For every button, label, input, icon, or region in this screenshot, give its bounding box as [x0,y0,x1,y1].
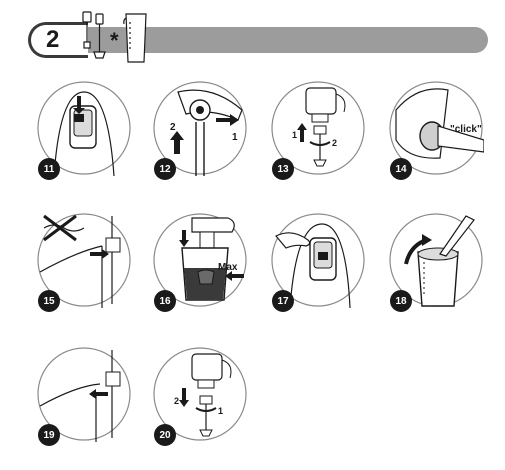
step-number-badge: 14 [390,158,412,180]
step-11: 11 [36,80,132,180]
header-product-icons: * [82,11,147,63]
step-number-badge: 11 [38,158,60,180]
step-number-badge: 12 [154,158,176,180]
step-number-badge: 16 [154,290,176,312]
whisk-attachment-icon [82,11,92,49]
blender-shaft-icon [93,13,106,59]
asterisk-symbol: * [110,28,119,53]
step-number-badge: 13 [272,158,294,180]
step-17: 17 [270,212,366,312]
arrow-label-up: 2 [170,122,176,133]
beaker-icon [123,13,147,63]
step-12: 2 1 12 [152,80,248,180]
step-number-badge: 15 [38,290,60,312]
arrow-label-down: 2 [174,396,180,406]
step-number-badge: 20 [154,424,176,446]
step-18: 18 [388,212,484,312]
arrow-label-right: 1 [232,132,238,143]
step-number-badge: 18 [390,290,412,312]
step-20: 2 1 20 [152,346,248,446]
step-16: Max 16 [152,212,248,312]
step-15: 15 [36,212,132,312]
step-14: "click" 14 [388,80,484,180]
step-number-badge: 19 [38,424,60,446]
section-number-cap [28,22,88,58]
click-label: "click" [450,124,482,135]
step-19: 19 [36,346,132,446]
rotate-label: 2 [332,138,338,148]
step-13: 1 2 13 [270,80,366,180]
section-header-bar [36,27,488,53]
rotate-label: 1 [218,406,224,416]
step-number-badge: 17 [272,290,294,312]
section-number: 2 [46,26,60,53]
arrow-label-up: 1 [292,130,298,140]
max-level-label: Max [218,262,238,273]
